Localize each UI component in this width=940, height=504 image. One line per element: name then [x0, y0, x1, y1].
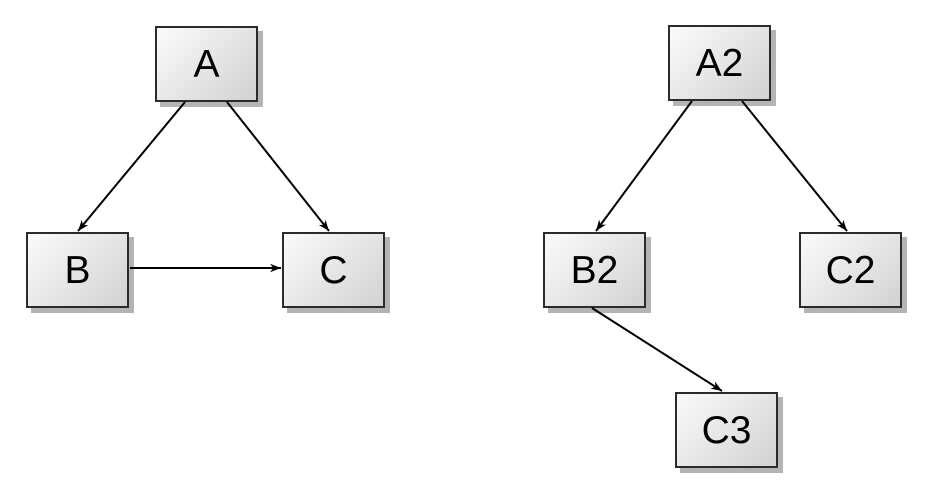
node-label-C3: C3: [701, 408, 752, 452]
node-C[interactable]: C: [282, 232, 385, 308]
node-label-A: A: [193, 42, 220, 86]
node-label-B: B: [64, 248, 91, 292]
node-label-C2: C2: [825, 248, 876, 292]
node-label-C: C: [319, 248, 348, 292]
node-B[interactable]: B: [26, 232, 129, 308]
node-B2[interactable]: B2: [543, 232, 646, 308]
node-label-A2: A2: [695, 41, 744, 85]
node-C2[interactable]: C2: [799, 232, 902, 308]
node-A[interactable]: A: [155, 26, 258, 102]
node-A2[interactable]: A2: [668, 25, 771, 101]
node-C3[interactable]: C3: [675, 392, 778, 468]
node-label-B2: B2: [570, 248, 619, 292]
